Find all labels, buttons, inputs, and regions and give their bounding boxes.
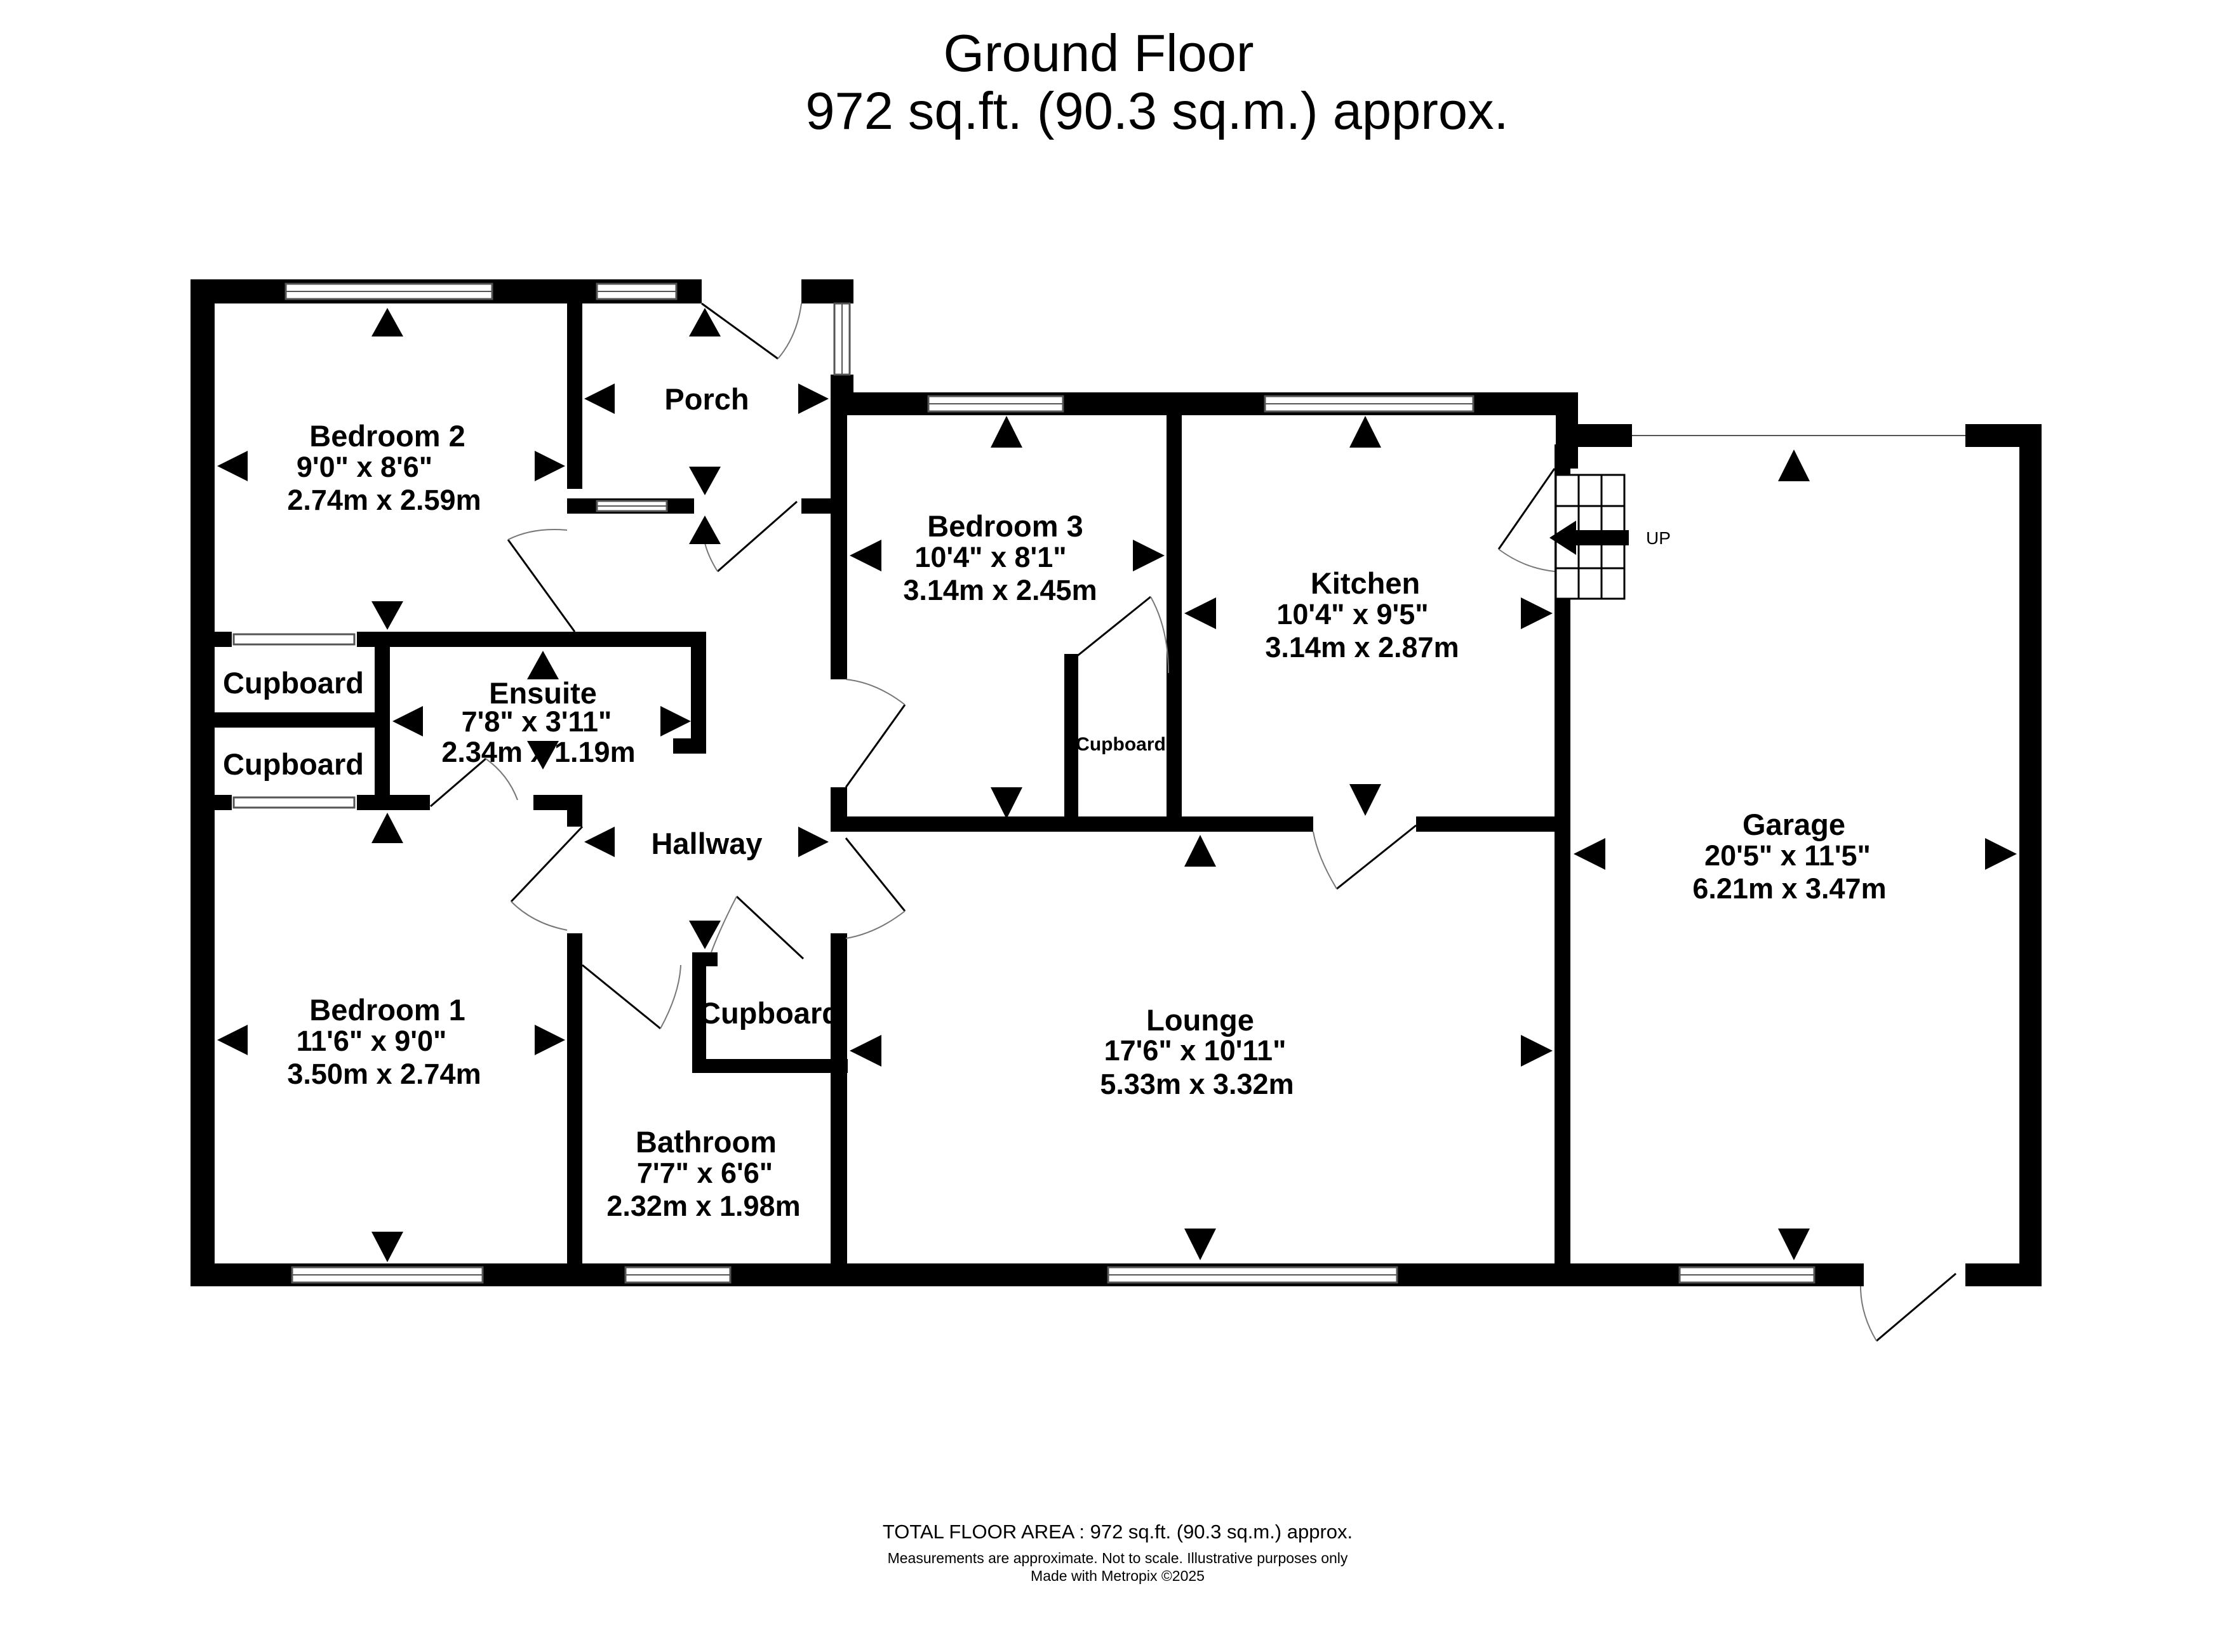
cupboard-upper-label: Cupboard: [223, 666, 364, 700]
room-name: Bedroom 3: [927, 509, 1083, 543]
room-hallway: Hallway: [651, 827, 762, 860]
room-garage: Garage 20'5" x 11'5" 6.21m x 3.47m: [1692, 808, 1886, 905]
stairs-label: UP: [1646, 528, 1671, 548]
room-dimensions-metric: 3.50m x 2.74m: [287, 1058, 481, 1090]
room-dimensions-imperial: 17'6" x 10'11": [1104, 1034, 1287, 1067]
room-dimensions-imperial: 7'7" x 6'6": [637, 1157, 773, 1189]
room-ensuite: Ensuite 7'8" x 3'11" 2.34m x 1.19m: [441, 676, 635, 768]
room-dimensions-metric: 6.21m x 3.47m: [1692, 872, 1886, 905]
windows: [232, 283, 1965, 1284]
room-dimensions-metric: 3.14m x 2.87m: [1265, 631, 1459, 663]
room-dimensions-metric: 2.74m x 2.59m: [287, 484, 481, 516]
room-name: Hallway: [651, 827, 762, 860]
footer-total-area: TOTAL FLOOR AREA : 972 sq.ft. (90.3 sq.m…: [883, 1521, 1353, 1543]
cupboard-hall-label: Cupboard: [699, 996, 840, 1030]
room-bedroom-1: Bedroom 1 11'6" x 9'0" 3.50m x 2.74m: [287, 993, 481, 1090]
cupboard-bedroom3-label: Cupboard: [1076, 734, 1166, 755]
doors: [430, 302, 1956, 1342]
room-dimensions-imperial: 10'4" x 8'1": [914, 541, 1066, 573]
walls: [191, 279, 2042, 1286]
room-name: Lounge: [1146, 1003, 1254, 1037]
room-name: Ensuite: [489, 676, 597, 710]
dimension-arrows: [217, 308, 2017, 1262]
room-lounge: Lounge 17'6" x 10'11" 5.33m x 3.32m: [1100, 1003, 1294, 1100]
cupboard-lower-label: Cupboard: [223, 747, 364, 781]
room-bathroom: Bathroom 7'7" x 6'6" 2.32m x 1.98m: [606, 1125, 800, 1222]
room-dimensions-metric: 3.14m x 2.45m: [903, 574, 1097, 606]
room-name: Bedroom 2: [309, 419, 465, 453]
room-dimensions-imperial: 9'0" x 8'6": [297, 451, 432, 483]
room-bedroom-2: Bedroom 2 9'0" x 8'6" 2.74m x 2.59m: [287, 419, 481, 516]
room-bedroom-3: Bedroom 3 10'4" x 8'1" 3.14m x 2.45m: [903, 509, 1097, 606]
room-dimensions-imperial: 7'8" x 3'11": [462, 705, 612, 738]
room-dimensions-metric: 2.34m x 1.19m: [441, 736, 635, 768]
floor-title: Ground Floor: [943, 23, 1254, 83]
room-dimensions-imperial: 10'4" x 9'5": [1276, 598, 1428, 630]
stairs-arrow-icon: [1549, 521, 1576, 555]
room-dimensions-imperial: 11'6" x 9'0": [297, 1025, 447, 1057]
room-dimensions-metric: 5.33m x 3.32m: [1100, 1068, 1294, 1100]
room-kitchen: Kitchen 10'4" x 9'5" 3.14m x 2.87m: [1265, 566, 1459, 663]
room-name: Porch: [664, 382, 749, 416]
room-dimensions-metric: 2.32m x 1.98m: [606, 1190, 800, 1222]
room-dimensions-imperial: 20'5" x 11'5": [1704, 839, 1871, 872]
floor-area: 972 sq.ft. (90.3 sq.m.) approx.: [805, 81, 1508, 140]
stairs: UP: [1549, 474, 1671, 600]
room-name: Garage: [1742, 808, 1845, 841]
room-name: Kitchen: [1311, 566, 1420, 600]
footer-disclaimer: Measurements are approximate. Not to sca…: [888, 1550, 1348, 1566]
room-name: Bathroom: [636, 1125, 777, 1159]
room-porch: Porch: [664, 382, 749, 416]
room-name: Bedroom 1: [309, 993, 465, 1027]
footer-credit: Made with Metropix ©2025: [1031, 1568, 1205, 1584]
